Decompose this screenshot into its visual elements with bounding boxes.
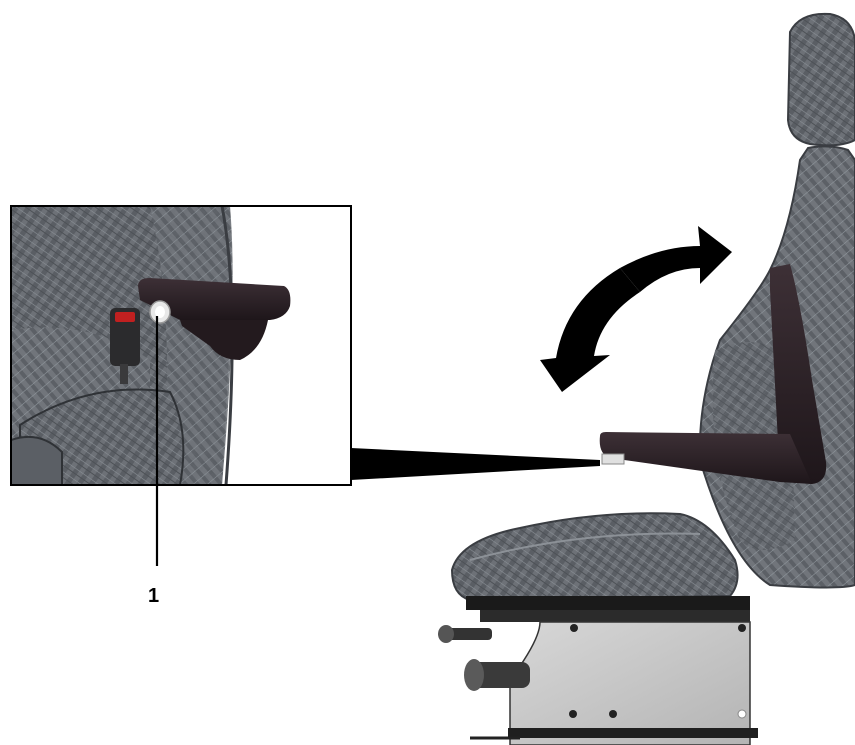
detail-inset: [11, 206, 351, 485]
rotation-arrow-icon: [540, 226, 732, 392]
zoom-wedge: [351, 448, 600, 480]
callout-number: 1: [148, 586, 159, 606]
headrest: [788, 14, 855, 146]
height-adjust-knob: [438, 625, 492, 643]
seat-rail: [466, 596, 750, 610]
driver-seat: [438, 14, 855, 745]
seat-cushion: [452, 513, 738, 600]
fore-aft-knob: [464, 659, 530, 691]
armrest-knob: [602, 454, 624, 464]
seat-base: [510, 622, 750, 745]
